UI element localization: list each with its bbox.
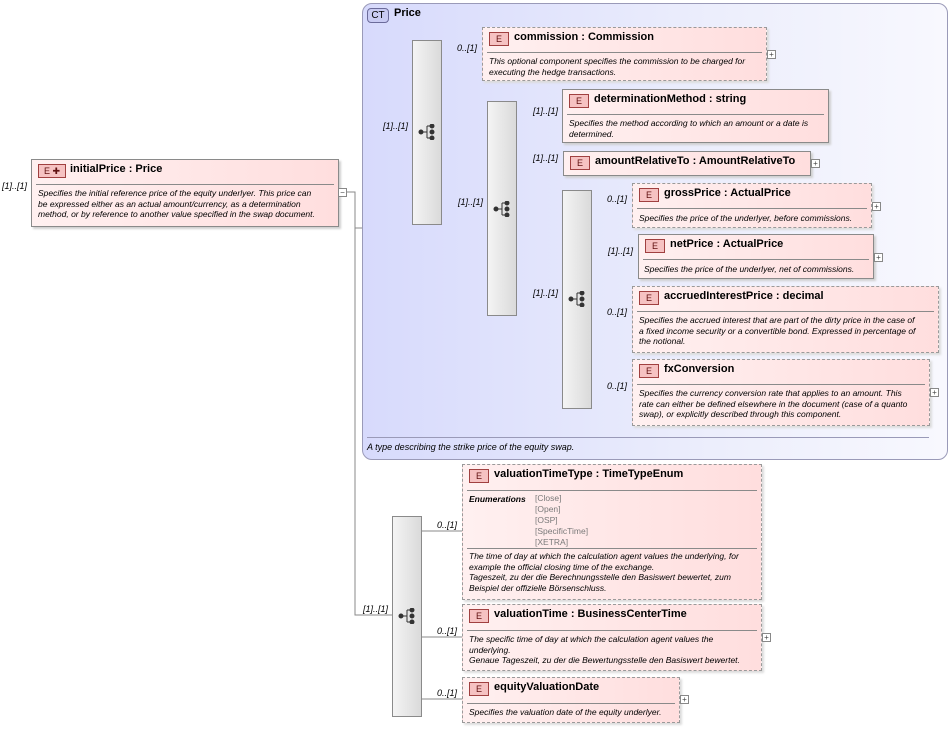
element-documentation: The specific time of day at which the ca… [469,634,740,665]
cardinality-label: 0..[1] [437,688,458,698]
element-name: fxConversion [664,363,735,375]
enum-value: [SpecificTime] [535,526,589,536]
element-name: accruedInterestPrice : decimal [664,290,824,302]
element-valuationTimeType[interactable]: E valuationTimeType : TimeTypeEnum Enume… [462,464,762,600]
element-documentation: Specifies the price of the underlyer, be… [639,213,853,223]
element-name: valuationTimeType : TimeTypeEnum [494,468,684,480]
root-cardinality: [1]..[1] [2,181,28,191]
element-documentation: Specifies the initial reference price of… [38,188,315,219]
sequence-compositor-icon [568,291,585,307]
element-badge: E [469,682,489,696]
complex-type-documentation: A type describing the strike price of th… [367,442,575,452]
element-badge: E [570,156,590,170]
element-name: commission : Commission [514,31,654,43]
element-documentation: Specifies the accrued interest that are … [639,315,916,346]
cardinality-label: [1]..[1] [363,604,389,614]
cardinality-label: 0..[1] [437,626,458,636]
sequence-compositor-icon [493,201,510,217]
expand-plus-icon[interactable]: + [874,253,883,262]
element-grossPrice[interactable]: E grossPrice : ActualPrice Specifies the… [632,183,872,228]
element-documentation: Specifies the price of the underlyer, ne… [644,264,855,274]
enum-value: [Open] [535,504,561,514]
element-documentation: Specifies the currency conversion rate t… [639,388,908,419]
element-badge: E ✚ [38,164,66,178]
element-badge: E [645,239,665,253]
expand-plus-icon[interactable]: + [930,388,939,397]
element-equityValuationDate[interactable]: E equityValuationDate Specifies the valu… [462,677,680,723]
sequence-compositor-icon [398,608,415,624]
cardinality-label: [1]..[1] [608,246,634,256]
enumerations-label: Enumerations [469,494,526,504]
element-accruedInterestPrice[interactable]: E accruedInterestPrice : decimal Specifi… [632,286,939,353]
element-badge: E [639,188,659,202]
sequence-compositor-icon [418,124,435,140]
element-documentation: Specifies the method according to which … [569,118,809,139]
element-badge: E [469,609,489,623]
expand-plus-icon[interactable]: + [762,633,771,642]
reference-plus-icon: ✚ [49,166,61,176]
element-documentation: Specifies the valuation date of the equi… [469,707,662,717]
element-documentation: The time of day at which the calculation… [469,551,739,593]
enum-value: [XETRA] [535,537,569,547]
expand-plus-icon[interactable]: + [872,202,881,211]
cardinality-label: [1]..[1] [533,288,559,298]
element-name: netPrice : ActualPrice [670,238,784,250]
element-netPrice[interactable]: E netPrice : ActualPrice Specifies the p… [638,234,874,279]
cardinality-label: [1]..[1] [383,121,409,131]
sequence-compositor[interactable] [392,516,422,717]
sequence-compositor[interactable] [487,101,517,316]
cardinality-label: 0..[1] [607,381,628,391]
sequence-compositor[interactable] [562,190,592,409]
complex-type-badge: CT [367,8,389,23]
element-determinationMethod[interactable]: E determinationMethod : string Specifies… [562,89,829,143]
cardinality-label: [1]..[1] [533,153,559,163]
element-badge: E [569,94,589,108]
element-name: grossPrice : ActualPrice [664,187,791,199]
cardinality-label: [1]..[1] [458,197,484,207]
element-badge: E [489,32,509,46]
collapse-minus-icon[interactable]: − [338,188,347,197]
element-name: initialPrice : Price [70,163,163,175]
element-name: determinationMethod : string [594,93,747,105]
sequence-compositor[interactable] [412,40,442,225]
element-amountRelativeTo[interactable]: E amountRelativeTo : AmountRelativeTo [563,151,811,176]
complex-type-title: Price [394,7,421,19]
cardinality-label: [1]..[1] [533,106,559,116]
element-commission[interactable]: E commission : Commission This optional … [482,27,767,81]
element-badge: E [639,364,659,378]
expand-plus-icon[interactable]: + [767,50,776,59]
enum-value: [OSP] [535,515,558,525]
element-initialPrice[interactable]: E ✚ initialPrice : Price Specifies the i… [31,159,339,227]
element-name: valuationTime : BusinessCenterTime [494,608,687,620]
element-fxConversion[interactable]: E fxConversion Specifies the currency co… [632,359,930,426]
expand-plus-icon[interactable]: + [680,695,689,704]
cardinality-label: 0..[1] [607,194,628,204]
element-documentation: This optional component specifies the co… [489,56,746,77]
cardinality-label: 0..[1] [457,43,478,53]
expand-plus-icon[interactable]: + [811,159,820,168]
cardinality-label: 0..[1] [607,307,628,317]
cardinality-label: 0..[1] [437,520,458,530]
enum-value: [Close] [535,493,562,503]
element-badge: E [639,291,659,305]
element-name: amountRelativeTo : AmountRelativeTo [595,155,796,167]
element-badge: E [469,469,489,483]
element-name: equityValuationDate [494,681,600,693]
element-valuationTime[interactable]: E valuationTime : BusinessCenterTime The… [462,604,762,671]
